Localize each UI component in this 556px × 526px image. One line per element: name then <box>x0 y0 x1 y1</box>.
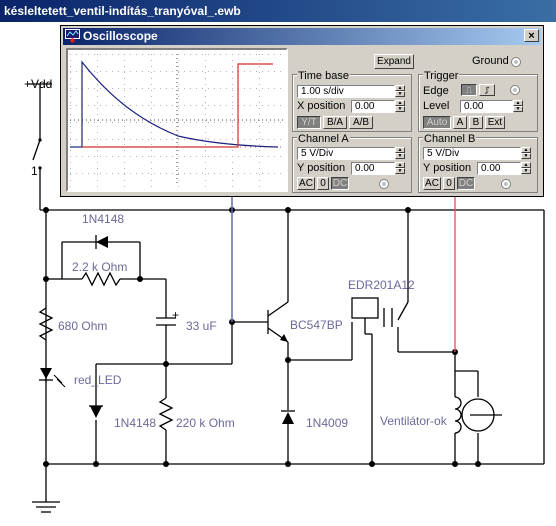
timebase-field[interactable]: 1.00 s/div <box>297 85 395 98</box>
edge-label: Edge <box>423 85 449 97</box>
relay-label: EDR201A12 <box>348 278 415 292</box>
channel-b-dc-button[interactable]: DC <box>457 177 475 190</box>
channel-a-terminal[interactable] <box>379 179 389 189</box>
xposition-spinner[interactable]: ▲▼ <box>395 100 405 113</box>
d1-label: 1N4148 <box>82 212 125 226</box>
d3-symbol <box>282 412 294 424</box>
switch-blade <box>32 139 41 161</box>
channel-b-scale-spinner[interactable]: ▲▼ <box>521 147 531 160</box>
level-label: Level <box>423 100 450 112</box>
channel-b-label: Channel B <box>423 133 477 145</box>
oscilloscope-titlebar[interactable]: Oscilloscope × <box>63 28 541 45</box>
d2-label: 1N4148 <box>114 416 157 430</box>
ground-terminal[interactable] <box>511 57 521 67</box>
channel-a-scale-field[interactable]: 5 V/Div <box>297 147 395 160</box>
channel-b-ypos-label: Y position <box>423 162 472 174</box>
channel-a-scale-spinner[interactable]: ▲▼ <box>395 147 405 160</box>
mode-ab-button[interactable]: A/B <box>349 116 373 129</box>
channel-a-ypos-label: Y position <box>297 162 346 174</box>
fan-label: Ventilátor-ok <box>380 414 447 428</box>
level-field[interactable]: 0.00 <box>460 100 513 113</box>
vdd-label: +Vdd <box>24 77 53 91</box>
trigger-ext-button[interactable]: Ext <box>485 116 505 129</box>
trigger-terminal[interactable] <box>510 85 520 95</box>
d3-label: 1N4009 <box>306 416 349 430</box>
channel-a-dc-button[interactable]: DC <box>331 177 349 190</box>
timebase-group <box>292 74 412 132</box>
trigger-group <box>418 74 538 132</box>
led-label: red_LED <box>74 373 122 387</box>
level-spinner[interactable]: ▲▼ <box>513 100 523 113</box>
close-button[interactable]: × <box>524 29 539 42</box>
channel-a-ac-button[interactable]: AC <box>297 177 315 190</box>
r1-label: 2.2 k Ohm <box>72 260 128 274</box>
oscilloscope-app-icon <box>65 29 80 43</box>
oscilloscope-title: Oscilloscope <box>83 29 158 43</box>
circuit-schematic <box>27 83 545 513</box>
channel-b-group <box>418 137 538 193</box>
r3-label: 220 k Ohm <box>176 416 235 430</box>
timebase-spinner[interactable]: ▲▼ <box>395 85 405 98</box>
channel-b-ypos-field[interactable]: 0.00 <box>477 162 521 175</box>
mode-ba-button[interactable]: B/A <box>323 116 347 129</box>
channel-b-zero-button[interactable]: 0 <box>443 177 455 190</box>
c1-label: 33 uF <box>186 319 217 333</box>
channel-a-ypos-spinner[interactable]: ▲▼ <box>395 162 405 175</box>
window-title: késleltetett_ventil-indítás_tranyóval_.e… <box>0 0 556 22</box>
channel-b-scale-field[interactable]: 5 V/Div <box>423 147 521 160</box>
xposition-field[interactable]: 0.00 <box>351 100 395 113</box>
channel-b-trace <box>82 63 273 148</box>
channel-b-ypos-spinner[interactable]: ▲▼ <box>521 162 531 175</box>
r2-label: 680 Ohm <box>58 319 108 333</box>
xposition-label: X position <box>297 100 346 112</box>
channel-a-label: Channel A <box>297 133 350 145</box>
channel-b-ac-button[interactable]: AC <box>423 177 441 190</box>
scope-traces <box>70 54 284 187</box>
switch-key-label: 1 <box>31 164 38 178</box>
scope-screen <box>66 48 288 192</box>
grid-dots <box>70 54 281 187</box>
edge-falling-button[interactable]: ⎎ <box>479 84 495 96</box>
trigger-auto-button[interactable]: Auto <box>423 116 451 129</box>
ground-label: Ground <box>472 55 509 67</box>
timebase-label: Time base <box>297 70 350 82</box>
oscilloscope-window[interactable]: Oscilloscope × Expand Ground Time base 1… <box>60 25 544 197</box>
edge-rising-button[interactable]: ⎍ <box>461 84 477 96</box>
channel-a-zero-button[interactable]: 0 <box>317 177 329 190</box>
channel-a-trace <box>81 60 279 148</box>
channel-a-ypos-field[interactable]: 0.00 <box>351 162 395 175</box>
trigger-b-button[interactable]: B <box>469 116 483 129</box>
channel-a-group <box>292 137 412 193</box>
c1-plus-label: + <box>172 308 180 322</box>
d2-symbol <box>90 406 102 418</box>
mode-yt-button[interactable]: Y/T <box>297 116 321 129</box>
q1-label: BC547BP <box>290 318 343 332</box>
trigger-label: Trigger <box>423 70 460 82</box>
trigger-a-button[interactable]: A <box>453 116 467 129</box>
d1-symbol <box>96 236 108 248</box>
expand-button[interactable]: Expand <box>374 54 414 69</box>
led-symbol <box>40 368 52 379</box>
channel-b-terminal[interactable] <box>501 179 511 189</box>
